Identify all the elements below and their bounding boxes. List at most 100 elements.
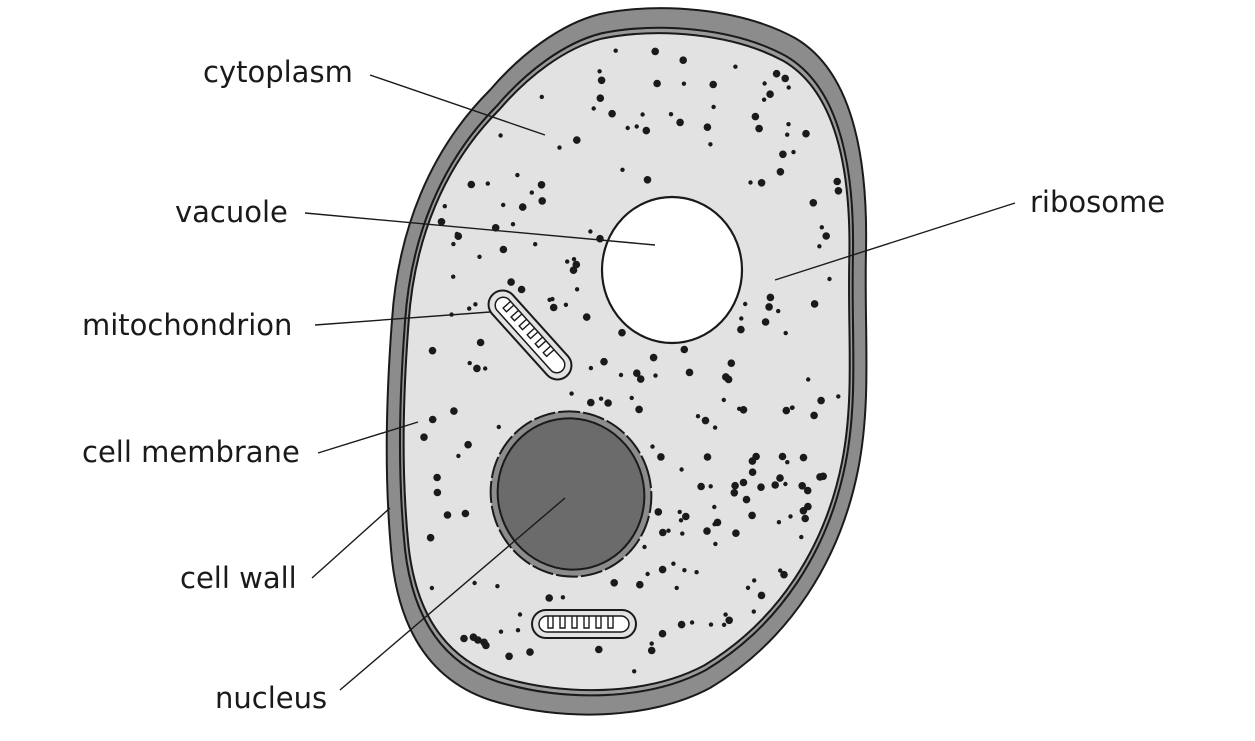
ribosome-dot [802, 129, 810, 138]
ribosome-dot [598, 396, 604, 401]
ribosome-dot [674, 585, 679, 591]
ribosome-dot [680, 345, 689, 354]
ribosome-dot [597, 76, 606, 85]
ribosome-dot [618, 372, 624, 378]
ribosome-dot [809, 199, 818, 207]
ribosome-leader [774, 202, 1016, 281]
ribosome-dot [748, 180, 753, 185]
ribosome-dot [495, 584, 500, 589]
ribosome-dot [454, 232, 463, 240]
ribosome-dot [739, 478, 748, 487]
ribosome-dot [721, 622, 727, 627]
ribosome-dot [761, 318, 770, 326]
ribosome-dot [636, 580, 644, 589]
ribosome-dot [636, 375, 645, 383]
ribosome-dot [676, 118, 684, 127]
ribosome-dot [467, 306, 472, 311]
ribosome-dot [827, 276, 832, 282]
ribosome-dot [482, 641, 490, 650]
ribosome-dot [712, 425, 718, 430]
ribosome-dot [833, 177, 841, 186]
ribosome-dot [681, 81, 687, 86]
ribosome-dot [755, 124, 763, 133]
ribosome-dot [515, 172, 520, 178]
ribosome-dot [596, 234, 604, 243]
ribosome-dot [643, 176, 652, 184]
ribosome-dot [649, 641, 654, 646]
ribosome-dot [464, 440, 472, 449]
ribosome-dot [539, 94, 544, 100]
ribosome-dot [733, 64, 738, 69]
ribosome-dot [810, 300, 819, 308]
ribosome-dot [518, 203, 527, 211]
ribosome-dot [677, 620, 686, 629]
label-ribosome: ribosome [1030, 185, 1165, 219]
ribosome-dot [708, 622, 714, 627]
ribosome-dot [817, 244, 822, 249]
ribosome-dot [810, 411, 818, 420]
ribosome-dot [517, 612, 523, 617]
ribosome-dot [625, 125, 630, 131]
nucleus-leader [339, 497, 566, 691]
ribosome-dot [678, 518, 684, 523]
ribosome-dot [708, 142, 713, 147]
ribosome-dot [501, 202, 506, 208]
ribosome-dot [549, 303, 558, 312]
ribosome-dot [757, 591, 766, 600]
ribosome-dot [582, 313, 591, 321]
ribosome-dot [526, 648, 534, 656]
ribosome-dot [709, 80, 717, 89]
ribosome-dot [724, 375, 733, 384]
ribosome-dot [477, 254, 482, 259]
ribosome-dot [783, 481, 788, 487]
ribosome-dot [682, 512, 690, 521]
ribosome-dot [587, 398, 595, 407]
ribosome-dot [742, 495, 751, 504]
ribosome-dot [545, 594, 553, 602]
ribosome-dot [658, 565, 667, 574]
ribosome-dot [748, 511, 756, 520]
ribosome-dot [496, 424, 501, 430]
ribosome-dot [596, 94, 605, 102]
ribosome-dot [574, 287, 580, 292]
ribosome-dot [781, 74, 789, 83]
ribosome-dot [572, 260, 581, 269]
ribosome-dot [565, 259, 570, 264]
ribosome-dot [776, 168, 785, 176]
ribosome-dot [433, 473, 441, 482]
ribosome-dot [517, 285, 526, 294]
label-vacuole: vacuole [175, 195, 288, 229]
ribosome-dot [822, 232, 830, 240]
ribosome-dot [642, 544, 647, 550]
ribosome-dot [450, 407, 458, 415]
ribosome-dot [476, 338, 485, 347]
ribosome-dot [725, 616, 733, 625]
ribosome-dot [443, 511, 452, 519]
ribosome-dot [685, 368, 694, 377]
ribosome-dot [460, 634, 468, 643]
ribosome-dot [778, 568, 783, 573]
ribosome-dot [819, 225, 824, 230]
cell-membrane-leader [317, 421, 419, 454]
ribosome-dot [569, 391, 574, 396]
ribosome-dot [671, 561, 676, 566]
ribosome-dot [703, 123, 712, 131]
ribosome-dot [771, 481, 779, 489]
ribosome-dot [751, 609, 756, 614]
ribosome-dot [766, 90, 774, 98]
ribosome-dot [789, 405, 795, 410]
ribosome-dot [757, 483, 765, 492]
ribosome-dot [629, 395, 634, 401]
ribosome-dot [679, 467, 684, 472]
ribosome-dot [712, 504, 717, 510]
ribosome-dot [620, 167, 625, 172]
ribosome-dot [804, 502, 812, 511]
ribosome-dot [776, 308, 781, 314]
ribosome-dot [786, 122, 791, 127]
ribosome-dot [737, 325, 745, 334]
ribosome-dot [515, 628, 521, 633]
ribosome-dot [723, 612, 728, 617]
ribosome-dot [469, 633, 478, 641]
ribosome-dot [772, 69, 781, 78]
